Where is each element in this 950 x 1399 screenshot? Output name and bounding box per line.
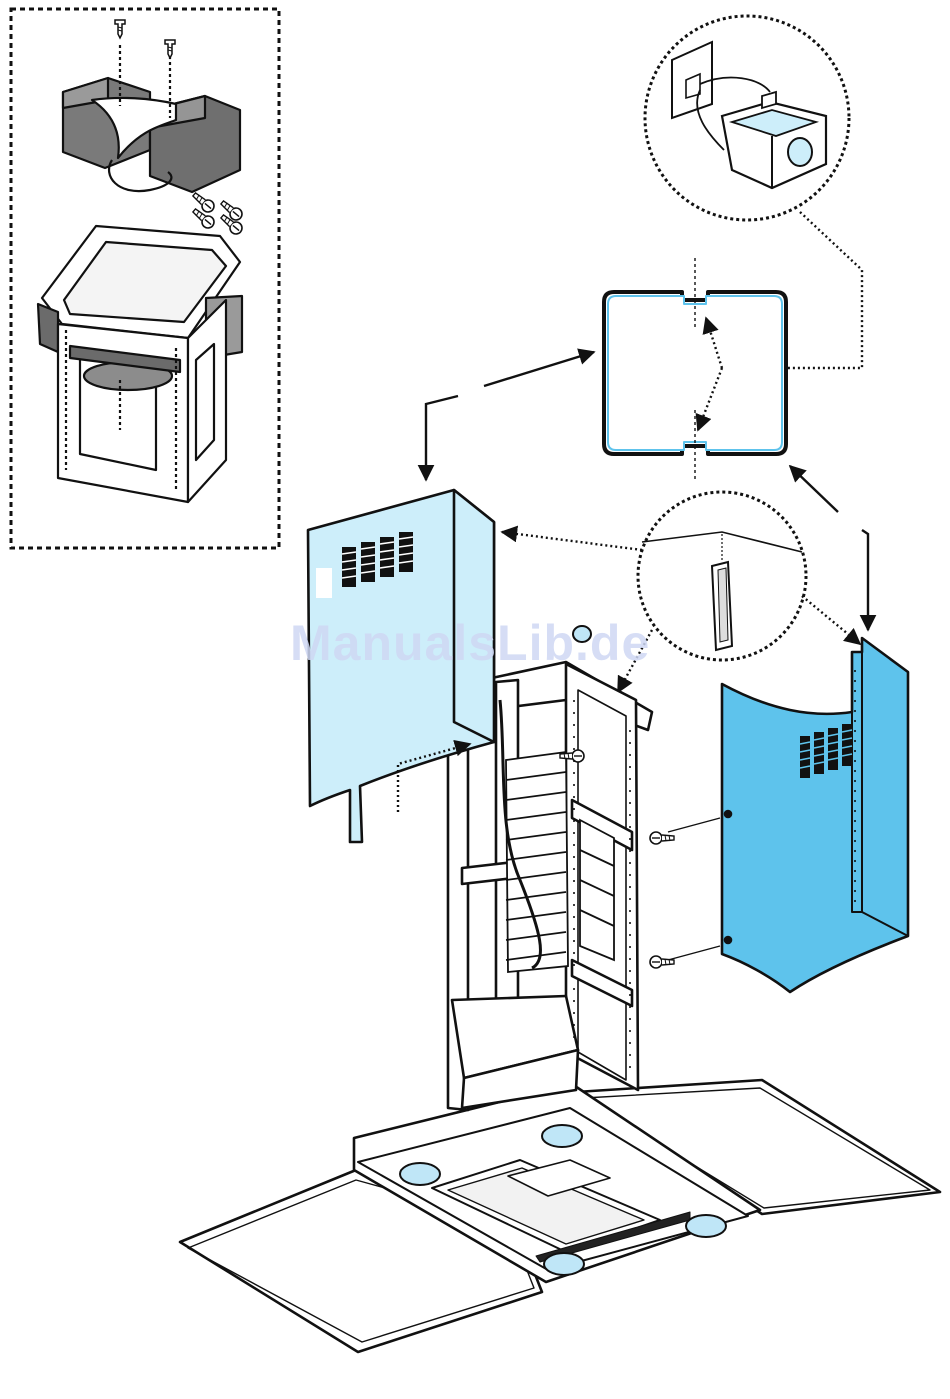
chimney-cross-section	[604, 258, 786, 480]
screw-guide-line	[668, 946, 720, 960]
screw-icon	[650, 956, 674, 968]
direction-arrow	[862, 530, 868, 630]
direction-arrow	[426, 396, 458, 480]
inset-chimney-frame	[38, 226, 242, 502]
hood-canopy	[180, 1080, 940, 1352]
slot-callout-circle	[638, 492, 806, 660]
screw-guide-line	[668, 818, 720, 832]
leader-arrow	[802, 596, 860, 644]
leader-arrow	[502, 532, 642, 550]
connector-callout-circle	[645, 16, 849, 220]
screw-icon	[650, 832, 674, 844]
direction-arrow	[484, 352, 594, 386]
watermark-text: ManualsLib.de	[290, 614, 650, 672]
direction-arrow	[790, 466, 838, 512]
chimney-cover-front	[722, 638, 908, 992]
